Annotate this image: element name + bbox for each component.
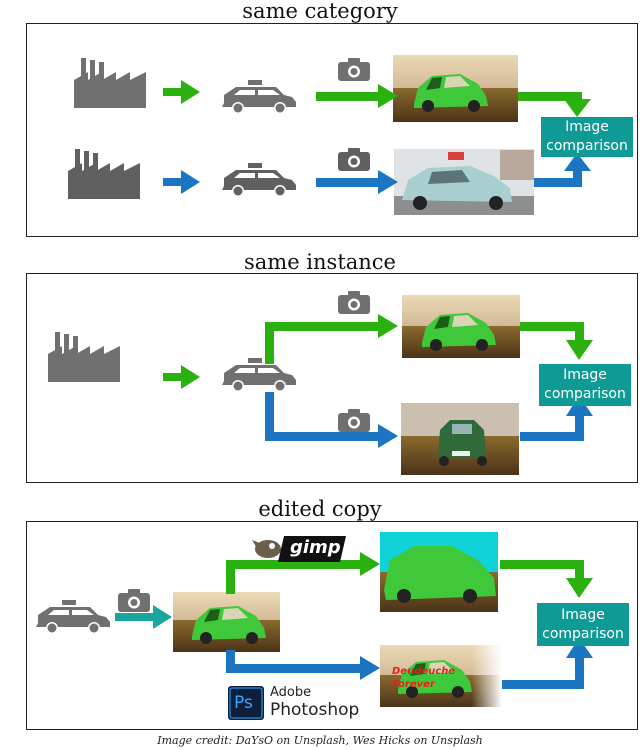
edited-overlay-text: Deudeuche Forever [392,666,456,690]
image-credit: Image credit: DaYsO on Unsplash, Wes Hic… [157,734,483,747]
arrow-blue [226,638,593,689]
gimp-logo-icon [252,536,346,562]
gimp-wordmark: gimp [290,537,341,558]
arrow-green [265,314,593,364]
comparison-label-line1: Image [565,119,609,135]
photo-green-car-source [173,592,280,652]
panel-same-category [26,23,638,237]
factory-icon [48,332,120,382]
taxi-icon [222,163,296,197]
photoshop-label: Photoshop [270,700,360,720]
arrow-green [163,365,200,389]
arrow-teal [115,605,172,629]
factory-icon [74,58,146,108]
arrow-green [316,84,591,117]
arrow-blue [163,170,200,194]
taxi-icon [222,358,296,392]
factory-icon [68,149,140,199]
photo-blue-beetle [394,149,534,215]
image-comparison-box: Image comparison [539,364,631,406]
title-same-instance: same instance [243,250,396,274]
photoshop-adobe-label: Adobe [270,685,312,700]
panel-same-instance [26,273,638,483]
photo-photoshop-edited [380,645,502,707]
comparison-label-line2: comparison [546,138,628,154]
camera-icon [118,589,150,612]
comparison-label-line1: Image [561,606,605,623]
camera-icon [338,58,370,81]
taxi-icon [222,80,296,114]
title-edited-copy: edited copy [258,497,382,521]
comparison-label-line2: comparison [544,386,626,402]
photo-green-car-rear [401,403,519,475]
arrow-blue [316,153,591,194]
photo-green-car [402,295,520,358]
camera-icon [338,291,370,314]
image-comparison-box: Image comparison [541,117,633,157]
comparison-label-line2: comparison [542,625,624,642]
camera-icon [338,409,370,432]
arrow-green [226,552,593,598]
comparison-label-line1: Image [563,367,607,383]
arrow-green [163,80,200,104]
photoshop-logo-icon [228,686,264,720]
taxi-icon [36,600,110,634]
title-same-category: same category [242,0,398,23]
photoshop-ps-mark: Ps [234,693,253,713]
image-comparison-box: Image comparison [537,603,629,646]
camera-icon [338,148,370,171]
photo-green-car [393,55,518,122]
arrow-blue [265,392,593,448]
photo-gimp-edited [380,532,498,612]
